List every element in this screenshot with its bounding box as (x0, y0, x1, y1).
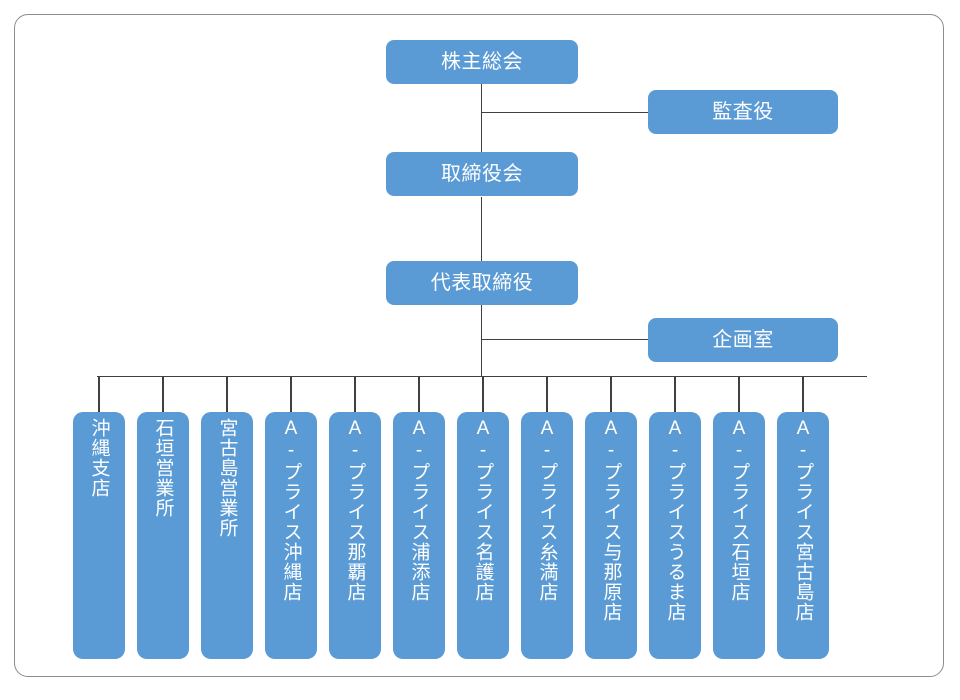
node-branch-label: A-プライス宮古島店 (792, 418, 814, 622)
node-branch-label: A-プライス名護店 (472, 418, 494, 602)
connector-branch-drop (482, 376, 484, 412)
connector-branch-drop (802, 376, 804, 412)
node-representative-director-label: 代表取締役 (430, 272, 534, 294)
node-branch[interactable]: A-プライス沖縄店 (265, 412, 317, 659)
node-branch-label: A-プライス糸満店 (536, 418, 558, 602)
node-branch-label: A-プライス石垣店 (728, 418, 750, 602)
connector-representative-to-bus (481, 305, 483, 377)
connector-branch-drop (738, 376, 740, 412)
chart-outer-frame (14, 14, 944, 677)
node-branch-label: A-プライス沖縄店 (280, 418, 302, 602)
connector-board-to-representative (481, 197, 483, 261)
connector-branch-drop (674, 376, 676, 412)
node-branch-label: 沖縄支店 (88, 418, 110, 498)
node-auditor-label: 監査役 (712, 101, 774, 123)
connector-branch-drop (290, 376, 292, 412)
connector-shareholders-to-board (481, 83, 483, 153)
connector-branch-drop (226, 376, 228, 412)
node-planning-office-label: 企画室 (712, 329, 774, 351)
node-branch-label: A-プライス浦添店 (408, 418, 430, 602)
node-branch[interactable]: A-プライス糸満店 (521, 412, 573, 659)
connector-branch-drop (162, 376, 164, 412)
connector-branch-drop (354, 376, 356, 412)
node-board-of-directors-label: 取締役会 (441, 163, 523, 185)
node-branch-label: A-プライスうるま店 (664, 418, 686, 622)
connector-spine-to-planning-office (481, 339, 649, 341)
node-branch[interactable]: 宮古島営業所 (201, 412, 253, 659)
node-branch[interactable]: A-プライス浦添店 (393, 412, 445, 659)
connector-spine-to-auditor (481, 112, 649, 114)
node-branch[interactable]: 石垣営業所 (137, 412, 189, 659)
node-branch-label: 石垣営業所 (152, 418, 174, 518)
connector-branch-drop (546, 376, 548, 412)
node-branch[interactable]: A-プライスうるま店 (649, 412, 701, 659)
node-shareholders-meeting-label: 株主総会 (441, 51, 523, 73)
node-branch-label: A-プライス那覇店 (344, 418, 366, 602)
connector-branch-bus (97, 376, 867, 378)
node-representative-director[interactable]: 代表取締役 (386, 261, 578, 305)
node-branch-label: A-プライス与那原店 (600, 418, 622, 622)
node-board-of-directors[interactable]: 取締役会 (386, 152, 578, 196)
node-branch[interactable]: A-プライス与那原店 (585, 412, 637, 659)
node-shareholders-meeting[interactable]: 株主総会 (386, 40, 578, 84)
node-branch[interactable]: A-プライス名護店 (457, 412, 509, 659)
node-branch[interactable]: A-プライス石垣店 (713, 412, 765, 659)
node-branch[interactable]: A-プライス那覇店 (329, 412, 381, 659)
node-branch[interactable]: A-プライス宮古島店 (777, 412, 829, 659)
node-branch[interactable]: 沖縄支店 (73, 412, 125, 659)
connector-branch-drop (418, 376, 420, 412)
node-branch-label: 宮古島営業所 (216, 418, 238, 538)
node-auditor[interactable]: 監査役 (648, 90, 838, 134)
connector-branch-drop (610, 376, 612, 412)
node-planning-office[interactable]: 企画室 (648, 318, 838, 362)
connector-branch-drop (98, 376, 100, 412)
